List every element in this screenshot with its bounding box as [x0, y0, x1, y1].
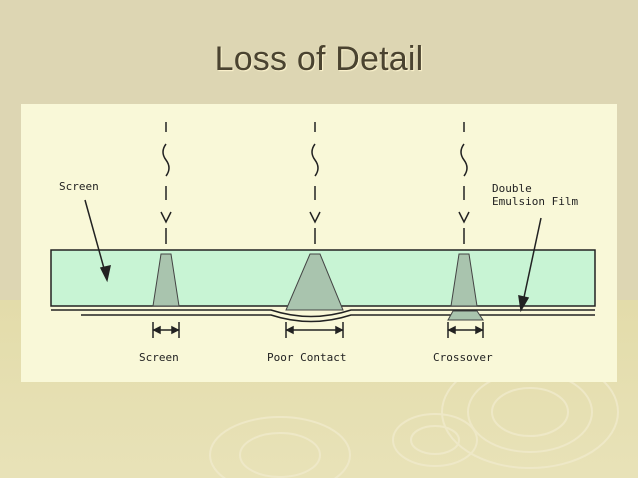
diagram-figure: Screen Double Emulsion Film Screen Poor … — [21, 104, 617, 382]
intensifying-screen-diagram: Screen Double Emulsion Film Screen Poor … — [50, 122, 596, 364]
screen-pointer-arrow — [84, 199, 111, 283]
label-screen-pointer: Screen — [59, 180, 99, 193]
label-case-poor-contact: Poor Contact — [267, 351, 346, 364]
label-film-line1: Double — [492, 182, 532, 195]
film-pointer-arrow — [518, 217, 542, 313]
dimension-markers — [152, 322, 484, 338]
film-emulsion — [51, 309, 595, 318]
slide-title: Loss of Detail — [214, 40, 424, 78]
light-spread-cones — [152, 253, 484, 321]
label-case-screen: Screen — [139, 351, 179, 364]
label-film-line2: Emulsion Film — [492, 195, 578, 208]
label-case-crossover: Crossover — [433, 351, 493, 364]
xray-beams — [160, 122, 470, 244]
film-base — [81, 314, 595, 323]
